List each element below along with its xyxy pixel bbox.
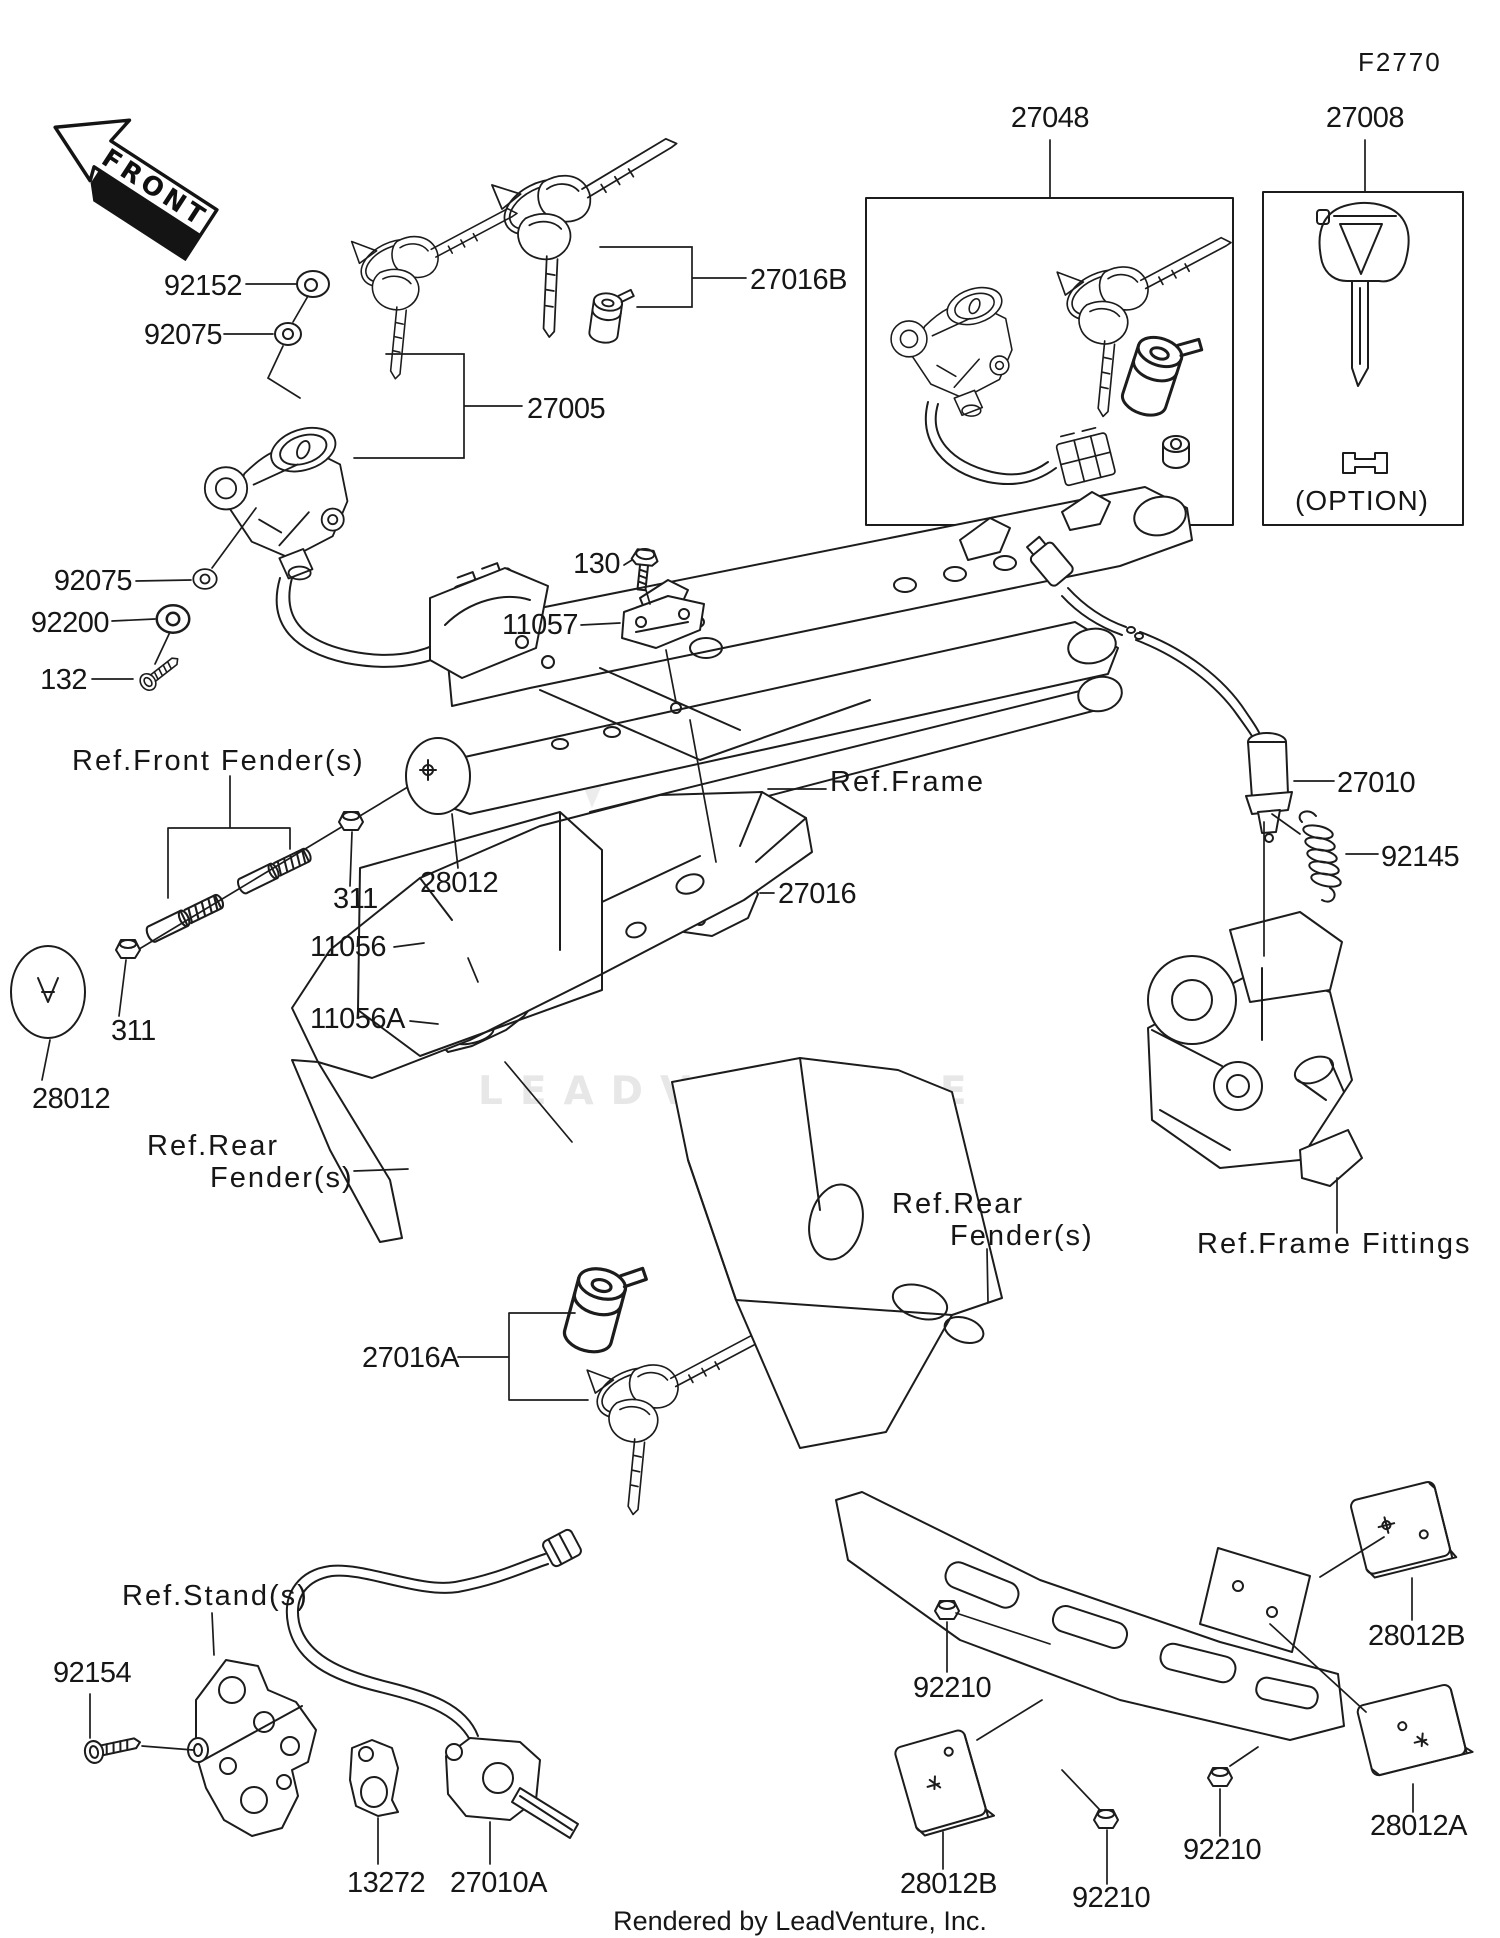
nut-92210-top — [934, 1600, 960, 1620]
diagram-code: F2770 — [1358, 47, 1442, 77]
rear-fender-left — [291, 791, 813, 1243]
label-92210-bottom[interactable]: 92210 — [1072, 1882, 1151, 1914]
label-27016A[interactable]: 27016A — [362, 1342, 461, 1374]
front-arrow-icon: FRONT — [53, 118, 219, 262]
washer-92075-top — [274, 322, 302, 346]
label-92152[interactable]: 92152 — [164, 270, 243, 302]
label-27010A[interactable]: 27010A — [450, 1867, 549, 1899]
washer-92200 — [155, 604, 191, 634]
label-92145[interactable]: 92145 — [1381, 841, 1460, 873]
key-blank-icon-27008 — [1342, 452, 1388, 474]
label-27010[interactable]: 27010 — [1337, 767, 1416, 799]
label-28012B-bottom[interactable]: 28012B — [900, 1868, 998, 1900]
disc-28012-right — [405, 737, 471, 815]
screw-132 — [136, 651, 184, 695]
switch-27010A — [285, 1528, 582, 1839]
ref-front-fender[interactable]: Ref.Front Fender(s) — [72, 745, 365, 777]
label-28012A[interactable]: 28012A — [1370, 1810, 1469, 1842]
stud-front-fender-upper — [234, 845, 315, 896]
label-13272[interactable]: 13272 — [347, 1867, 426, 1899]
leader-lines — [41, 139, 1414, 1885]
label-27016[interactable]: 27016 — [778, 878, 857, 910]
label-27008[interactable]: 27008 — [1326, 102, 1405, 134]
lock-cylinder-27016A — [559, 1251, 651, 1363]
kit-contents-27048 — [890, 236, 1232, 487]
label-11056[interactable]: 11056 — [310, 931, 387, 963]
label-92154[interactable]: 92154 — [53, 1657, 132, 1689]
label-130[interactable]: 130 — [573, 548, 620, 580]
label-28012B-right[interactable]: 28012B — [1368, 1620, 1466, 1652]
stand-plate — [187, 1659, 317, 1837]
license-plate-bracket — [835, 1491, 1345, 1741]
plate-13272 — [349, 1739, 399, 1817]
ref-frame[interactable]: Ref.Frame — [830, 766, 985, 798]
label-92210-top[interactable]: 92210 — [913, 1672, 992, 1704]
label-92075-top[interactable]: 92075 — [144, 319, 223, 351]
label-92210-right[interactable]: 92210 — [1183, 1834, 1262, 1866]
frame-drawing — [423, 486, 1193, 841]
reflector-28012B-right — [1348, 1478, 1458, 1580]
ref-rear-fender-left-2[interactable]: Fender(s) — [210, 1162, 354, 1194]
footer-credit: Rendered by LeadVenture, Inc. — [613, 1906, 987, 1936]
label-132[interactable]: 132 — [40, 664, 87, 696]
label-28012-left[interactable]: 28012 — [32, 1083, 111, 1115]
washer-92075-lower — [192, 568, 218, 590]
nut-311-lower — [115, 939, 141, 959]
key-box-27008 — [1262, 191, 1464, 526]
option-note: (OPTION) — [1295, 485, 1429, 516]
rear-fender-right — [671, 1057, 1003, 1449]
switch-27010 — [1026, 535, 1293, 843]
label-27016B[interactable]: 27016B — [750, 264, 848, 296]
bracket-11057 — [621, 595, 705, 649]
ref-stands[interactable]: Ref.Stand(s) — [122, 1580, 309, 1612]
key-set-27016B — [489, 137, 688, 341]
ref-rear-fender-right-2[interactable]: Fender(s) — [950, 1220, 1094, 1252]
label-92200[interactable]: 92200 — [31, 607, 110, 639]
stud-axis-line — [125, 769, 437, 958]
grommet-92152 — [296, 270, 330, 298]
frame-fittings-drawing — [1147, 911, 1363, 1187]
nut-92210-bottom — [1093, 1809, 1119, 1829]
ref-rear-fender-right-1[interactable]: Ref.Rear — [892, 1188, 1024, 1220]
bolt-92154 — [81, 1730, 144, 1766]
key-set-27016A — [586, 1334, 762, 1516]
reflector-28012B-bottom — [894, 1729, 996, 1837]
label-27005[interactable]: 27005 — [527, 393, 606, 425]
ref-rear-fender-left-1[interactable]: Ref.Rear — [147, 1130, 279, 1162]
key-27008 — [1316, 201, 1410, 387]
label-11056A[interactable]: 11056A — [310, 1003, 406, 1035]
label-311-lower[interactable]: 311 — [111, 1015, 156, 1047]
nut-92210-right — [1207, 1767, 1233, 1787]
stud-front-fender-lower — [143, 891, 227, 945]
spring-92145 — [1298, 810, 1342, 903]
bolt-130 — [630, 547, 659, 592]
ref-frame-fittings[interactable]: Ref.Frame Fittings — [1197, 1228, 1472, 1260]
label-11057[interactable]: 11057 — [502, 609, 579, 641]
label-28012-right[interactable]: 28012 — [420, 867, 499, 899]
ignition-switch-27005 — [203, 419, 349, 581]
lock-cylinder-27016B — [587, 284, 636, 347]
reflector-28012A — [1356, 1684, 1474, 1777]
disc-28012-left — [10, 945, 86, 1039]
label-92075-lower[interactable]: 92075 — [54, 565, 133, 597]
label-311-upper[interactable]: 311 — [333, 883, 378, 915]
label-27048[interactable]: 27048 — [1011, 102, 1090, 134]
nut-311-upper — [338, 811, 364, 831]
